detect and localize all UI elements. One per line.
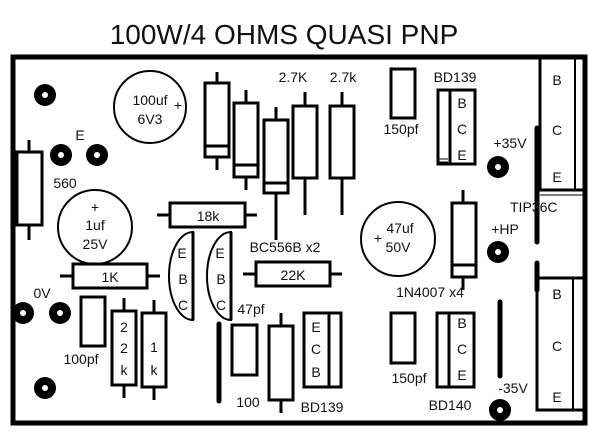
label-hp: +HP — [491, 221, 519, 237]
transistor-output-bottom — [534, 260, 587, 412]
pin-b: B — [552, 72, 561, 88]
label-bd139: BD139 — [301, 399, 344, 415]
label-e: E — [75, 127, 84, 143]
label-minus35v: -35V — [498, 380, 528, 396]
pad — [50, 144, 72, 166]
pin-c: C — [216, 297, 226, 313]
label-100pf: 100pf — [63, 351, 98, 367]
label-100uf: 100uf — [132, 92, 167, 108]
resistor-2.7k — [328, 92, 356, 215]
pin-b: B — [457, 315, 466, 331]
label-bd140: BD140 — [429, 397, 472, 413]
label-1K: 1K — [101, 269, 119, 285]
capacitor-100pf — [79, 295, 107, 348]
label-1n4007: 1N4007 x4 — [396, 284, 464, 300]
pad-hp — [487, 241, 509, 263]
label-plus35v: +35V — [493, 135, 527, 151]
pin-c: C — [552, 338, 562, 354]
transistor-output-top — [534, 55, 587, 245]
pin-c: C — [552, 122, 562, 138]
label-47pf: 47pf — [237, 301, 264, 317]
label-22K: 22K — [281, 267, 307, 283]
pad — [34, 377, 56, 399]
pin-e: E — [311, 319, 320, 335]
resistor-2.2k — [110, 298, 138, 398]
pin-c: C — [457, 121, 467, 137]
label-tip36c: TIP36C — [510, 199, 557, 215]
label-50v: 50V — [386, 239, 412, 255]
label-bd139: BD139 — [434, 69, 477, 85]
transistor-bc556b — [206, 230, 233, 322]
digit: k — [151, 362, 159, 378]
pin-e: E — [457, 147, 466, 163]
label-47uf: 47uf — [386, 220, 413, 236]
digit: k — [121, 362, 129, 378]
diode — [232, 90, 260, 190]
label-25v: 25V — [83, 236, 109, 252]
capacitor-150pf — [389, 311, 417, 365]
pin-e: E — [457, 367, 466, 383]
digit: 1 — [150, 339, 158, 355]
resistor-18k — [157, 201, 257, 229]
pin-c: C — [178, 297, 188, 313]
transistor-bc556b — [168, 230, 195, 322]
label-150pf: 150pf — [391, 370, 426, 386]
label-18k: 18k — [197, 208, 221, 224]
diode — [203, 72, 231, 170]
label-560: 560 — [53, 175, 77, 191]
pin-c: C — [311, 341, 321, 357]
resistor-22K — [243, 260, 342, 288]
pin-e: E — [552, 169, 561, 185]
digit: 2 — [120, 319, 128, 335]
resistor-1K — [60, 262, 160, 290]
label-2.7k: 2.7k — [330, 69, 357, 85]
board-outline — [10, 54, 588, 426]
diode — [262, 107, 290, 240]
pad — [34, 84, 56, 106]
pad-minus35v — [489, 399, 511, 421]
capacitor-47uf — [360, 201, 436, 277]
pads — [12, 84, 511, 421]
pad — [12, 302, 34, 324]
label-1uf: 1uf — [85, 217, 105, 233]
plus-mark: + — [174, 97, 182, 113]
label-6v3: 6V3 — [138, 111, 163, 127]
pin-e: E — [552, 389, 561, 405]
capacitor-100uf — [113, 70, 187, 144]
pin-b: B — [216, 271, 225, 287]
label-150pf: 150pf — [383, 121, 418, 137]
pad — [86, 144, 108, 166]
pin-e: E — [215, 245, 224, 261]
resistor-2.7K — [291, 92, 319, 215]
transistor-bd139-bottom — [302, 311, 343, 389]
label-100: 100 — [236, 394, 260, 410]
label-0v: 0V — [33, 285, 51, 301]
label-bc556b: BC556B x2 — [250, 239, 321, 255]
plus-mark: + — [91, 199, 99, 215]
title: 100W/4 OHMS QUASI PNP — [110, 19, 459, 50]
digit: 2 — [120, 340, 128, 356]
pad-plus35v — [487, 156, 509, 178]
pin-b: B — [178, 271, 187, 287]
resistor-100 — [267, 313, 295, 413]
label-2.7K: 2.7K — [279, 69, 308, 85]
capacitor-150pf — [389, 67, 417, 120]
transistor-bd139-top — [436, 88, 477, 166]
pin-b: B — [552, 286, 561, 302]
resistor-1k — [140, 300, 168, 400]
pad — [49, 302, 71, 324]
pin-b: B — [311, 364, 320, 380]
resistor-560 — [15, 140, 44, 240]
plus-mark: + — [374, 230, 382, 246]
transistor-bd140 — [435, 311, 476, 389]
capacitor-47pf — [230, 323, 259, 377]
pin-e: E — [177, 245, 186, 261]
diode — [450, 190, 478, 290]
pin-c: C — [457, 341, 467, 357]
pin-b: B — [457, 95, 466, 111]
